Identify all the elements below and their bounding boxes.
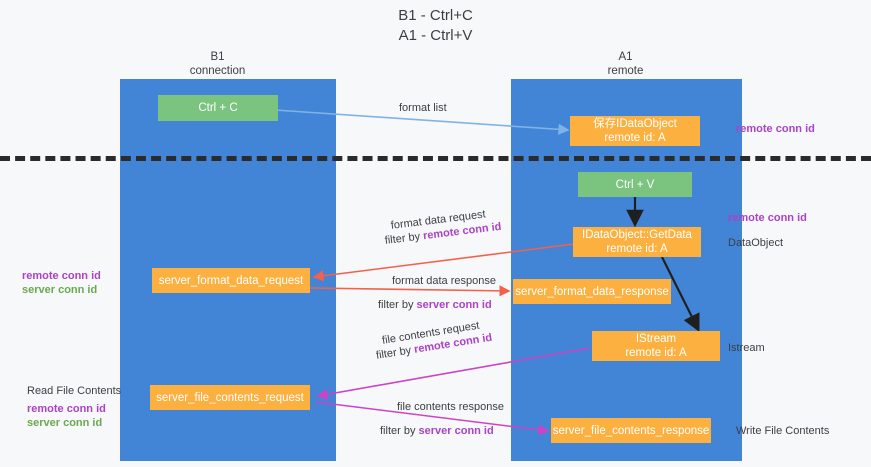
edge-label-file-contents-response: file contents response	[397, 401, 505, 413]
node-save-dataobject[interactable]: 保存IDataObject remote id: A	[570, 116, 700, 146]
node-server-file-contents-request-label: server_file_contents_request	[156, 391, 304, 404]
node-server-format-data-response-label: server_format_data_response	[515, 285, 669, 298]
node-istream[interactable]: IStream remote id: A	[592, 331, 720, 361]
column-header-b1-title: B1	[210, 51, 225, 63]
side-label-istream: Istream	[728, 342, 765, 354]
filter-prefix-2: filter by	[378, 299, 417, 311]
node-istream-line2: remote id: A	[625, 347, 687, 359]
node-server-format-data-request[interactable]: server_format_data_request	[152, 268, 310, 293]
side-label-read-file-contents: Read File Contents	[27, 385, 122, 397]
title-line-2: A1 - Ctrl+V	[398, 27, 473, 44]
side-label-remote-conn-id-mid: remote conn id	[728, 212, 807, 224]
node-server-file-contents-request[interactable]: server_file_contents_request	[150, 385, 310, 410]
node-server-format-data-request-label: server_format_data_request	[158, 274, 304, 287]
edge-label-format-data-response-filter: filter by server conn id	[378, 298, 492, 312]
column-header-a1-title: A1	[618, 51, 633, 63]
edge-label-file-contents-response-filter: filter by server conn id	[380, 424, 494, 438]
side-label-left-server-conn-id-mid: server conn id	[22, 284, 98, 296]
node-getdata-line2: remote id: A	[606, 243, 668, 255]
section-divider	[0, 156, 871, 161]
node-ctrl-v-label: Ctrl + V	[615, 178, 655, 191]
page-title: B1 - Ctrl+C A1 - Ctrl+V	[0, 6, 871, 46]
column-header-a1-subtitle: remote	[607, 65, 644, 77]
node-ctrl-c[interactable]: Ctrl + C	[158, 95, 278, 121]
column-header-b1: B1 connection	[155, 50, 280, 78]
side-label-dataobject: DataObject	[728, 237, 784, 249]
side-label-left-remote-conn-id-bottom: remote conn id	[27, 403, 106, 415]
column-header-a1: A1 remote	[563, 50, 688, 78]
side-label-left-remote-conn-id-mid: remote conn id	[22, 270, 101, 282]
arrow-format-data-response	[309, 285, 511, 297]
node-server-file-contents-response-label: server_file_contents_response	[552, 424, 710, 437]
node-getdata[interactable]: IDataObject::GetData remote id: A	[573, 227, 701, 257]
column-header-b1-subtitle: connection	[189, 65, 246, 77]
filter-prefix-3: filter by	[375, 343, 416, 362]
node-save-dataobject-line1: 保存IDataObject	[593, 118, 677, 130]
edge-label-format-list: format list	[399, 102, 447, 114]
node-ctrl-c-label: Ctrl + C	[198, 102, 238, 114]
filter-key-server-conn-id-1: server conn id	[416, 299, 492, 311]
filter-prefix-4: filter by	[380, 425, 419, 437]
edge-label-format-data-response: format data response	[392, 275, 496, 287]
title-line-1: B1 - Ctrl+C	[398, 7, 473, 24]
filter-key-server-conn-id-2: server conn id	[418, 425, 494, 437]
side-label-left-server-conn-id-bottom: server conn id	[27, 417, 103, 429]
node-server-format-data-response[interactable]: server_format_data_response	[513, 279, 671, 304]
node-istream-line1: IStream	[635, 333, 677, 345]
node-ctrl-v[interactable]: Ctrl + V	[578, 172, 692, 197]
node-save-dataobject-line2: remote id: A	[604, 132, 666, 144]
node-getdata-line1: IDataObject::GetData	[582, 229, 692, 241]
node-server-file-contents-response[interactable]: server_file_contents_response	[551, 418, 711, 443]
side-label-write-file-contents: Write File Contents	[736, 425, 830, 437]
filter-prefix-1: filter by	[384, 230, 424, 247]
side-label-remote-conn-id-top: remote conn id	[736, 123, 815, 135]
